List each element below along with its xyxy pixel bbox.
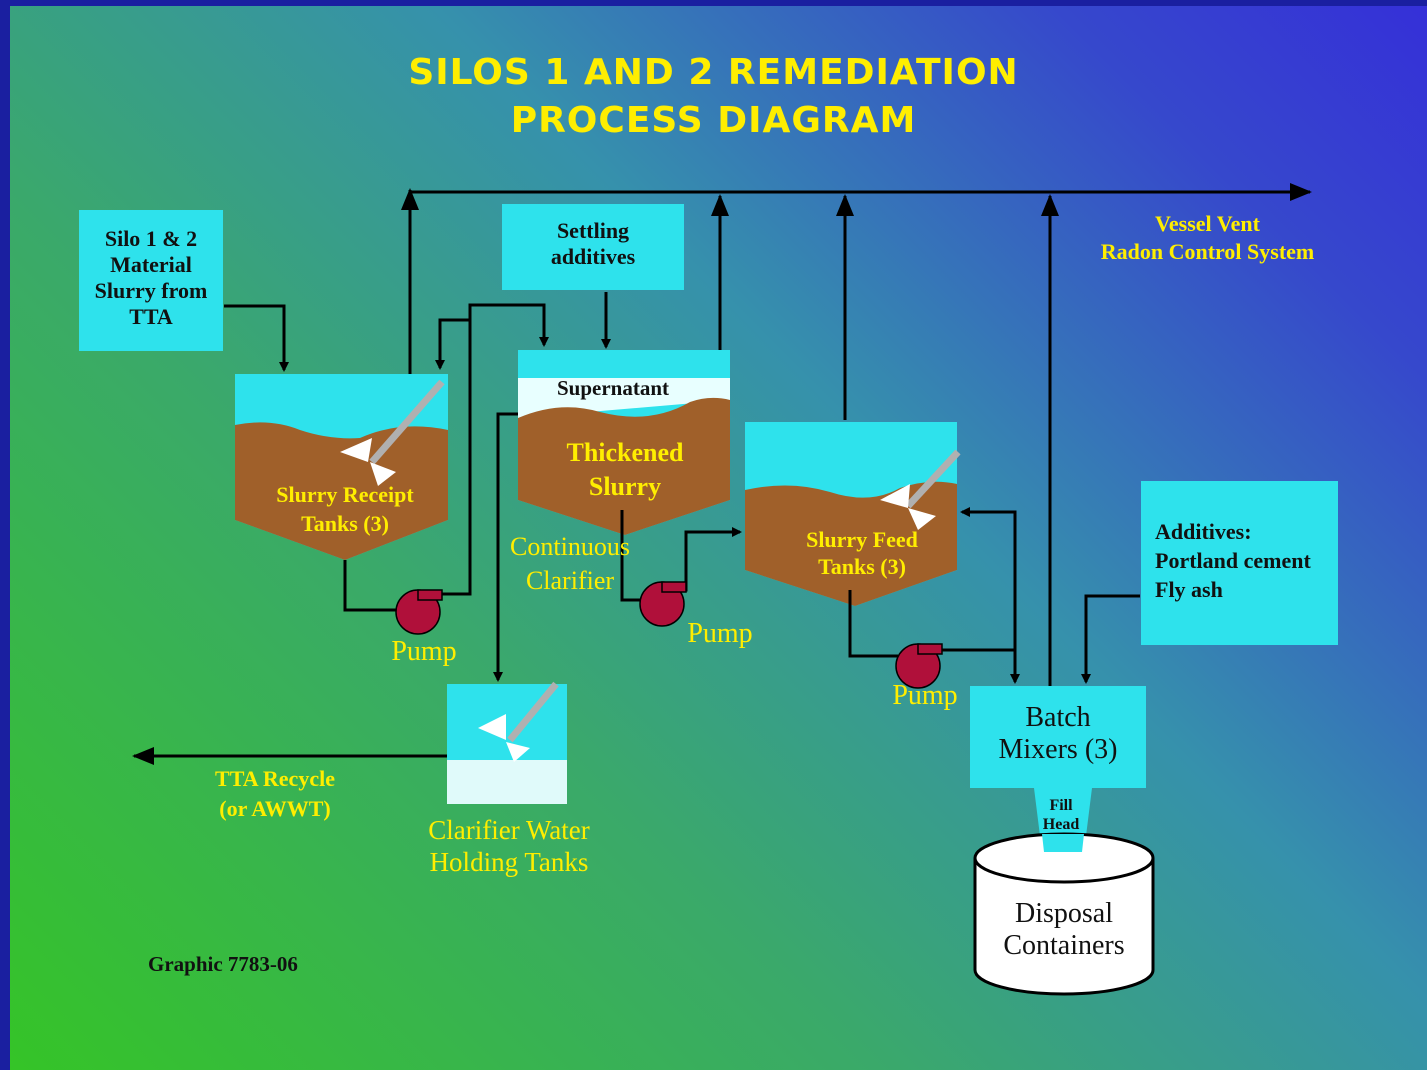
clarifier-water-holding-tank xyxy=(447,681,567,804)
vent-label-line-2: Radon Control System xyxy=(1100,239,1315,264)
feed-line-2: Tanks (3) xyxy=(818,554,906,579)
vent-label-line-1: Vessel Vent xyxy=(1155,211,1260,236)
holding-line-1: Clarifier Water xyxy=(428,815,590,845)
source-line-3: Slurry from xyxy=(94,278,208,303)
recycle-label: TTA Recycle (or AWWT) xyxy=(190,764,360,824)
holding-tank-label: Clarifier Water Holding Tanks xyxy=(396,814,622,878)
feed-line-1: Slurry Feed xyxy=(806,527,918,552)
additives-line-1: Additives: xyxy=(1155,519,1252,544)
source-line-2: Material xyxy=(110,252,192,277)
source-line-1: Silo 1 & 2 xyxy=(104,226,198,251)
batch-mixers-box xyxy=(970,686,1146,788)
thickened-slurry-label: Thickened Slurry xyxy=(540,436,710,504)
pump-2 xyxy=(639,581,687,627)
pump-3 xyxy=(895,643,943,689)
settling-line-1: Settling xyxy=(556,218,630,243)
vent-label: Vessel Vent Radon Control System xyxy=(1085,210,1330,266)
fill-line-1: Fill xyxy=(1049,797,1073,814)
disposal-line-2: Containers xyxy=(1003,930,1125,961)
settling-additives-box: Settling additives xyxy=(502,204,684,290)
recycle-line-1: TTA Recycle xyxy=(215,766,335,791)
fill-line-2: Head xyxy=(1042,816,1080,833)
settling-line-2: additives xyxy=(550,244,636,269)
additives-line-3: Fly ash xyxy=(1155,577,1223,602)
disposal-line-1: Disposal xyxy=(1015,898,1113,929)
additives-box: Additives: Portland cement Fly ash xyxy=(1141,481,1338,645)
pump-3-label: Pump xyxy=(892,680,958,711)
batch-mixers-label: Batch Mixers (3) xyxy=(970,702,1146,766)
pump-2-label: Pump xyxy=(687,618,753,649)
disposal-container xyxy=(973,832,1155,996)
pump-1 xyxy=(395,589,443,635)
diagram-title-line1: SILOS 1 AND 2 REMEDIATION xyxy=(408,52,1019,93)
additives-line-2: Portland cement xyxy=(1155,548,1311,573)
slurry-receipt-tank xyxy=(235,374,448,560)
batch-line-2: Mixers (3) xyxy=(998,734,1118,765)
receipt-tank-label: Slurry Receipt Tanks (3) xyxy=(250,480,440,538)
diagram-title-line2: PROCESS DIAGRAM xyxy=(510,100,917,141)
clarifier-caption-line-2: Clarifier xyxy=(525,566,615,595)
clarifier-caption-line-1: Continuous xyxy=(510,532,630,561)
supernatant-label: Supernatant xyxy=(556,376,670,400)
thickened-line-1: Thickened xyxy=(566,438,684,467)
batch-line-1: Batch xyxy=(1025,702,1091,733)
slurry-feed-tank xyxy=(745,422,961,606)
receipt-line-2: Tanks (3) xyxy=(301,511,389,536)
continuous-clarifier xyxy=(518,350,730,535)
disposal-containers-label: Disposal Containers xyxy=(976,898,1152,962)
thickened-line-2: Slurry xyxy=(588,472,662,501)
fill-head-label: Fill Head xyxy=(1024,796,1098,834)
continuous-clarifier-label: Continuous Clarifier xyxy=(490,530,650,598)
pump-1-label: Pump xyxy=(391,636,457,667)
receipt-line-1: Slurry Receipt xyxy=(276,482,414,507)
graphic-id: Graphic 7783-06 xyxy=(148,952,298,976)
holding-line-2: Holding Tanks xyxy=(429,847,589,877)
feed-tank-label: Slurry Feed Tanks (3) xyxy=(772,526,952,580)
vent-risers xyxy=(401,188,1059,686)
source-line-4: TTA xyxy=(129,304,173,329)
flow-lines xyxy=(132,292,1140,765)
source-material-box: Silo 1 & 2 Material Slurry from TTA xyxy=(79,210,223,351)
recycle-line-2: (or AWWT) xyxy=(219,796,331,821)
